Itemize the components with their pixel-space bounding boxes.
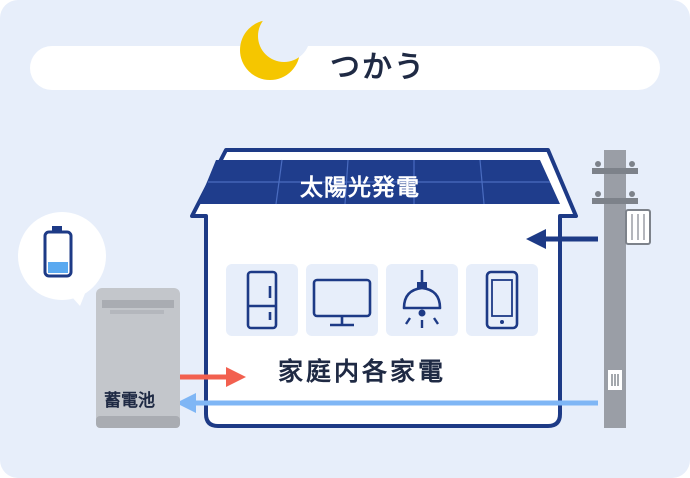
page-title: つかう bbox=[330, 50, 426, 85]
solar-panel bbox=[198, 159, 560, 205]
header-bar bbox=[30, 46, 660, 90]
battery-low-icon bbox=[43, 226, 73, 278]
utility-pole-icon bbox=[592, 150, 651, 428]
television-icon bbox=[306, 264, 378, 336]
crescent-moon-icon bbox=[240, 10, 310, 80]
arrow-grid-to-battery bbox=[176, 393, 598, 413]
storage-battery-label: 蓄電池 bbox=[104, 391, 155, 411]
ceiling-lamp-icon bbox=[386, 264, 458, 336]
refrigerator-icon bbox=[226, 264, 298, 336]
solar-power-label: 太陽光発電 bbox=[300, 175, 420, 201]
arrow-battery-to-house bbox=[172, 367, 246, 387]
storage-battery-unit bbox=[96, 288, 180, 428]
house bbox=[190, 148, 578, 428]
appliances-label: 家庭内各家電 bbox=[278, 357, 447, 386]
arrow-grid-to-house bbox=[526, 229, 598, 249]
smartphone-icon bbox=[466, 264, 538, 336]
